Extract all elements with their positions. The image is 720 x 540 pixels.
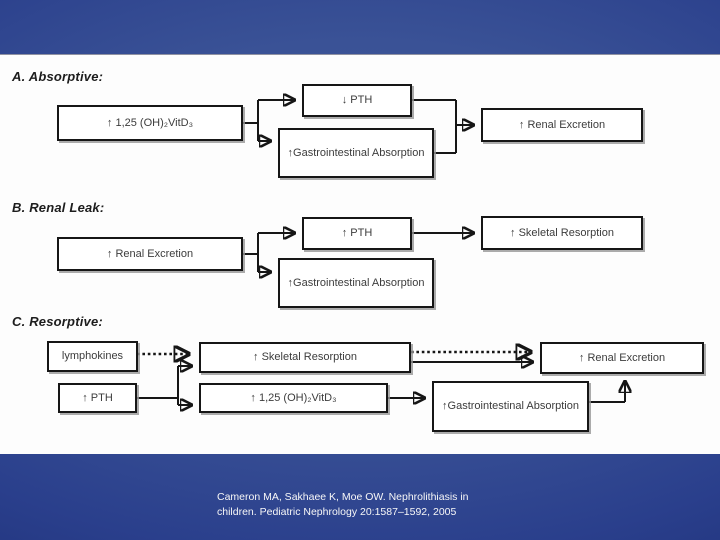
box-c-lymphokines: lymphokines (47, 341, 138, 372)
box-b-gi-absorption: ↑Gastrointestinal Absorption (278, 258, 434, 308)
box-a-vitd: ↑ 1,25 (OH)₂VitD₃ (57, 105, 243, 141)
box-c-pth: ↑ PTH (58, 383, 137, 413)
box-c-renal-excretion: ↑ Renal Excretion (540, 342, 704, 374)
box-a-pth: ↓ PTH (302, 84, 412, 117)
box-a-renal-excretion: ↑ Renal Excretion (481, 108, 643, 142)
box-c-vitd: ↑ 1,25 (OH)₂VitD₃ (199, 383, 388, 413)
section-b-label: B. Renal Leak: (12, 200, 105, 215)
citation-line-1: Cameron MA, Sakhaee K, Moe OW. Nephrolit… (217, 491, 469, 503)
box-b-pth: ↑ PTH (302, 217, 412, 250)
box-c-gi-absorption: ↑Gastrointestinal Absorption (432, 381, 589, 432)
citation: Cameron MA, Sakhaee K, Moe OW. Nephrolit… (217, 490, 469, 519)
citation-line-2: children. Pediatric Nephrology 20:1587–1… (217, 505, 457, 518)
section-c-label: C. Resorptive: (12, 314, 103, 329)
box-a-gi-absorption: ↑Gastrointestinal Absorption (278, 128, 434, 178)
box-b-renal-excretion: ↑ Renal Excretion (57, 237, 243, 271)
section-a-label: A. Absorptive: (12, 69, 104, 84)
box-b-skeletal-resorption: ↑ Skeletal Resorption (481, 216, 643, 250)
box-c-skeletal-resorption: ↑ Skeletal Resorption (199, 342, 411, 373)
